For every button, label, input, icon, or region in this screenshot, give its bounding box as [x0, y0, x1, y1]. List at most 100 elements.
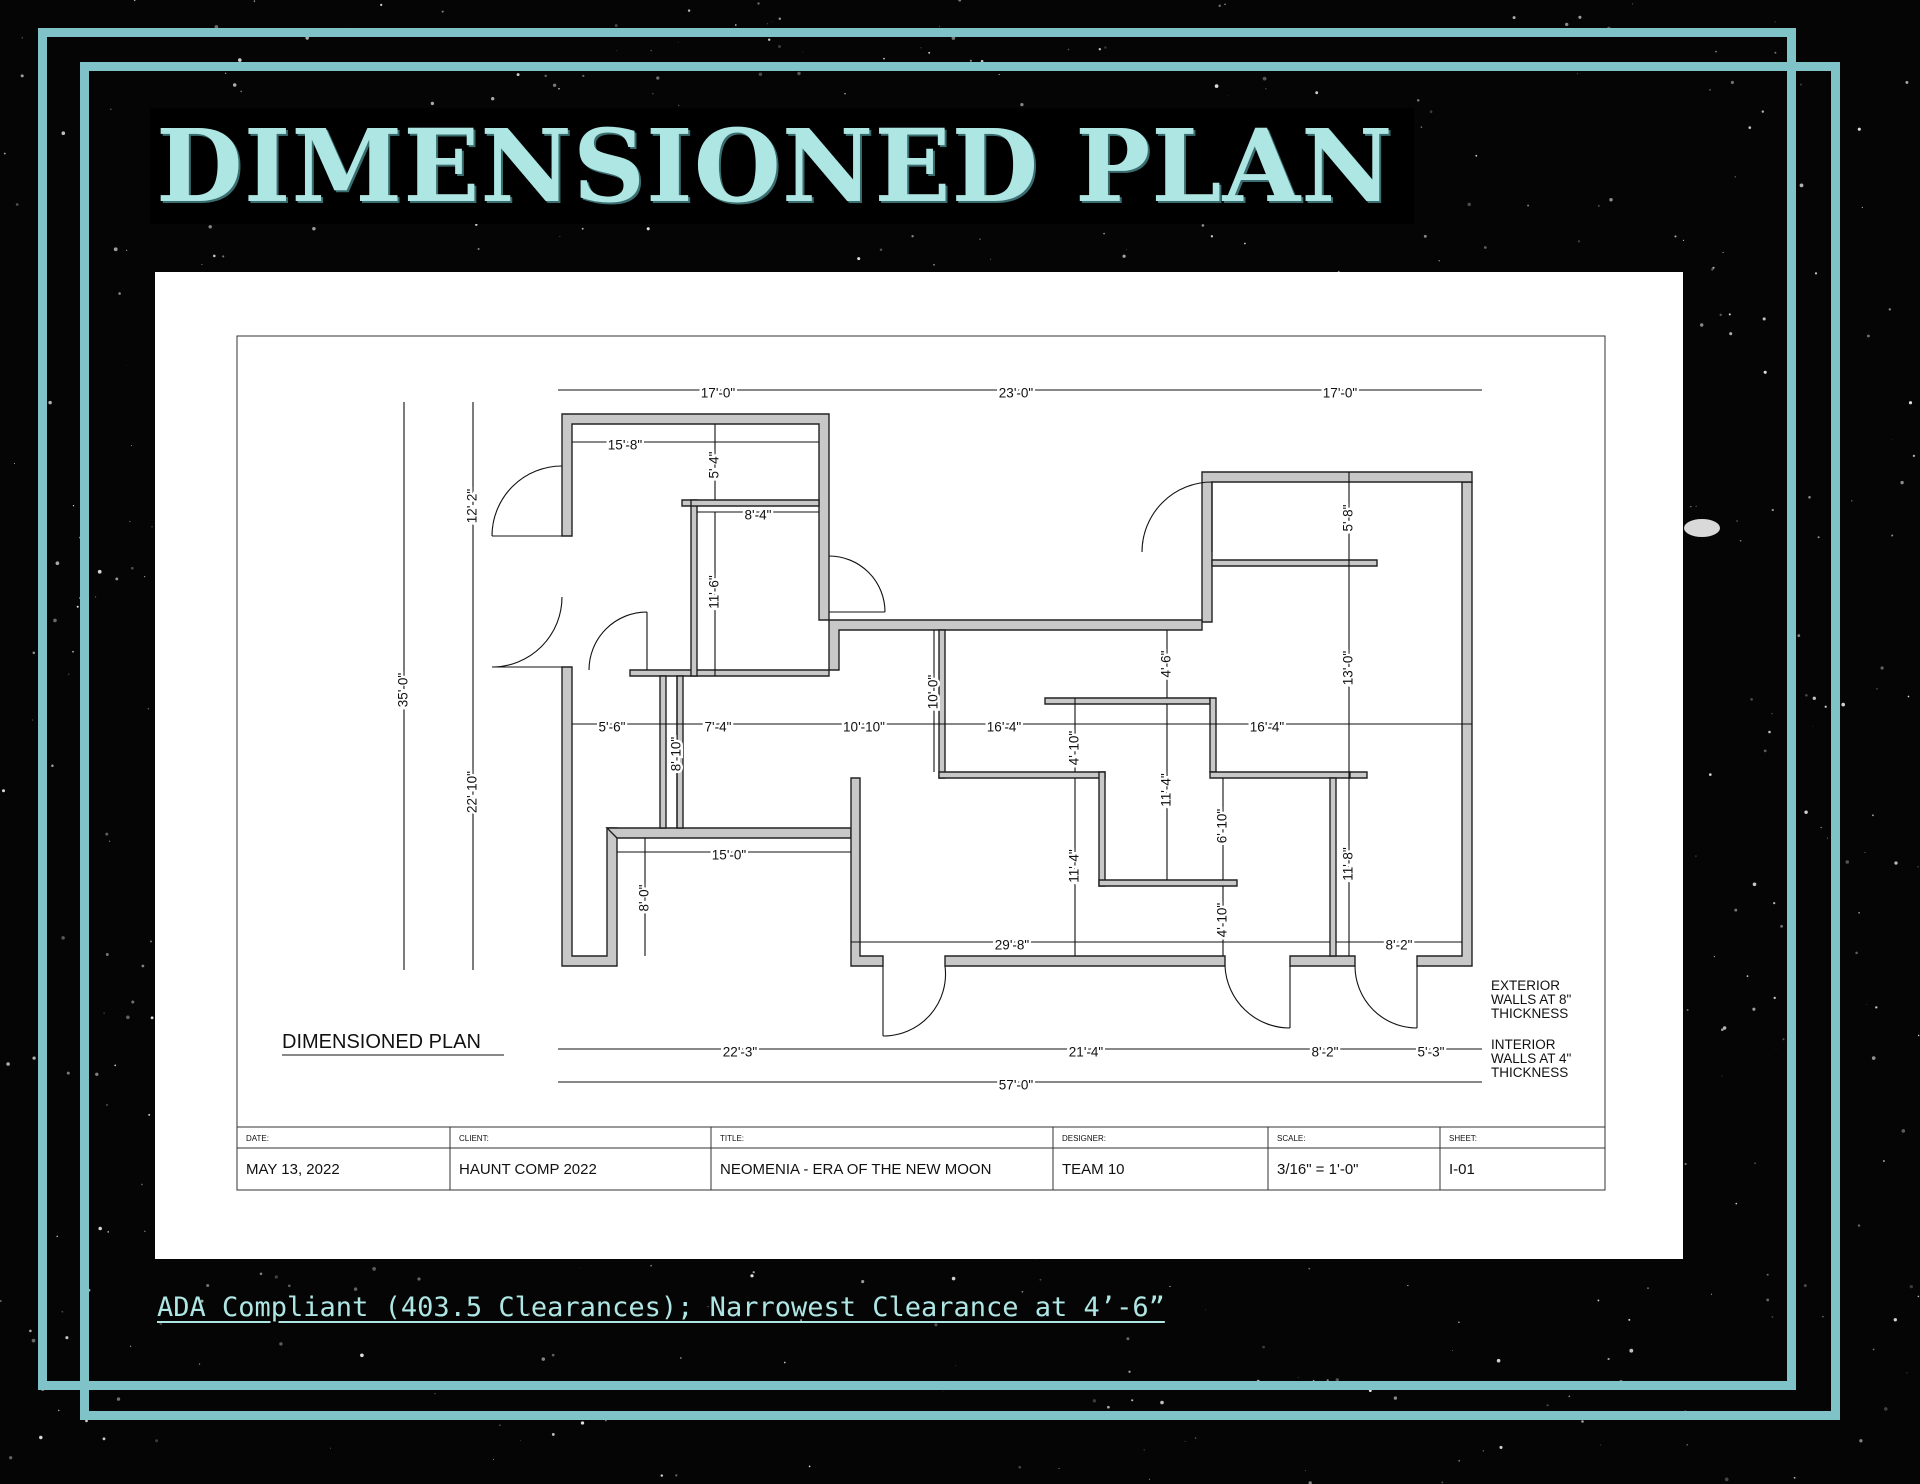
door-closet — [828, 555, 886, 613]
star — [1098, 48, 1101, 51]
star — [1597, 205, 1600, 207]
dimension-label-room-a-width: 15'-8" — [608, 438, 643, 453]
star — [15, 203, 19, 206]
star — [1782, 1038, 1785, 1041]
star — [131, 1000, 135, 1004]
star — [32, 1056, 36, 1060]
star — [1857, 1224, 1861, 1227]
exterior-wall-bottom-left — [605, 827, 852, 839]
star — [616, 50, 618, 52]
star — [116, 1397, 121, 1401]
star — [491, 97, 495, 101]
dimension-lines — [403, 389, 1482, 1083]
decorative-frame-inner — [80, 62, 1840, 1420]
star — [1812, 696, 1817, 700]
star — [126, 1015, 130, 1020]
page-title: DIMENSIONED PLAN — [150, 108, 1414, 224]
star — [1577, 73, 1578, 75]
star — [1568, 1395, 1571, 1398]
star — [147, 707, 150, 710]
star — [1710, 1293, 1713, 1295]
star — [2, 789, 5, 793]
star — [499, 1424, 501, 1426]
exterior-wall-bottom-right — [1289, 955, 1356, 967]
star — [1607, 1357, 1610, 1361]
star — [1861, 206, 1863, 208]
dimension-label-left-lower: 22'-10" — [465, 771, 480, 813]
star — [951, 36, 956, 40]
star — [1429, 110, 1433, 114]
star — [800, 1319, 803, 1322]
star — [1674, 235, 1677, 238]
star — [979, 238, 981, 241]
dimension-label-row-a: 5'-6" — [599, 720, 626, 735]
star — [237, 58, 242, 62]
star — [920, 47, 922, 49]
dimension-label-inner-c: 11'-4" — [1067, 849, 1082, 883]
star — [1905, 80, 1909, 84]
star — [1499, 1445, 1503, 1449]
star — [1423, 234, 1427, 238]
star — [441, 10, 444, 13]
star — [1734, 176, 1736, 178]
dimension-label-inner-b: 4'-10" — [1067, 731, 1082, 766]
title-block-label: DESIGNER: — [1062, 1134, 1106, 1143]
star — [1735, 1202, 1738, 1205]
star — [1827, 837, 1828, 839]
star — [1628, 1318, 1631, 1321]
note-exterior-1: EXTERIOR — [1491, 978, 1560, 993]
star — [1597, 1299, 1600, 1302]
star — [1715, 50, 1717, 53]
interior-wall-stair-v — [1098, 771, 1106, 887]
star — [1900, 480, 1904, 485]
star — [1224, 3, 1226, 5]
dimension-label-lower-left-width: 15'-0" — [712, 848, 747, 863]
star — [1458, 1459, 1461, 1462]
dimension-label-bottom-room: 29'-8" — [995, 938, 1030, 953]
star — [1600, 1444, 1601, 1446]
star — [1771, 713, 1773, 715]
star — [55, 561, 60, 566]
star — [516, 73, 520, 77]
star — [106, 1104, 108, 1106]
star — [1467, 202, 1471, 207]
note-interior-1: INTERIOR — [1491, 1037, 1556, 1052]
star — [1496, 1358, 1501, 1363]
interior-wall-hall — [659, 675, 667, 829]
star — [201, 263, 203, 266]
star — [21, 37, 24, 39]
star — [969, 59, 972, 62]
star — [1482, 1450, 1485, 1452]
star — [1682, 239, 1685, 242]
door-left-upper — [491, 465, 563, 537]
star — [752, 1271, 755, 1274]
star — [1893, 1318, 1897, 1322]
dimension-label-bot-d: 5'-3" — [1418, 1045, 1445, 1060]
star — [1752, 882, 1757, 887]
title-block-value: 3/16" = 1'-0" — [1277, 1161, 1358, 1178]
title-block-value: MAY 13, 2022 — [246, 1161, 340, 1178]
star — [72, 650, 74, 653]
star — [1126, 1337, 1130, 1341]
star — [1804, 810, 1808, 814]
interior-wall-stair — [1044, 697, 1211, 705]
star — [1128, 1370, 1131, 1373]
star — [1420, 126, 1423, 128]
star — [1201, 224, 1205, 227]
dimension-label-bot-a: 22'-3" — [723, 1045, 758, 1060]
star — [861, 1280, 865, 1284]
star — [544, 74, 547, 78]
star — [998, 73, 1000, 76]
star — [1824, 705, 1827, 708]
star — [1752, 1007, 1756, 1011]
galaxy-glow — [1684, 519, 1720, 537]
dimension-label-closet-depth: 11'-6" — [707, 575, 722, 609]
star — [1711, 268, 1714, 271]
dimension-label-inner-d: 11'-4" — [1159, 773, 1174, 807]
star — [1160, 1400, 1164, 1405]
star — [1021, 1290, 1024, 1293]
title-block-label: DATE: — [246, 1134, 269, 1143]
star — [675, 1474, 678, 1477]
star — [1228, 95, 1229, 96]
star — [1871, 814, 1874, 817]
